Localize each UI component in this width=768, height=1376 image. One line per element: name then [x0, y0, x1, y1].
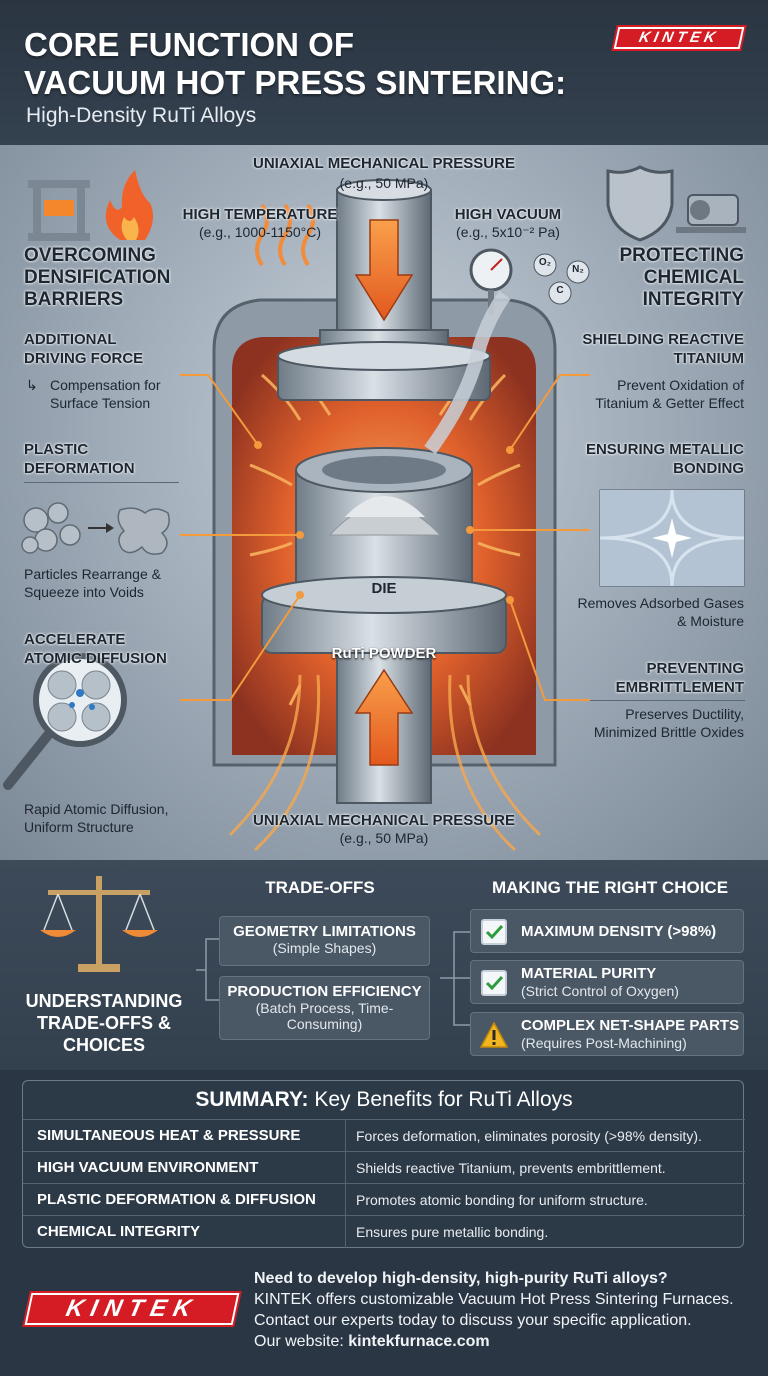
right-heading: PROTECTING CHEMICAL INTEGRITY: [619, 245, 744, 310]
page-title: CORE FUNCTION OF VACUUM HOT PRESS SINTER…: [24, 26, 567, 101]
kintek-logo[interactable]: KINTEK: [613, 27, 745, 49]
divider: [590, 700, 745, 701]
pressure-bottom-value: (e.g., 50 MPa): [339, 830, 429, 846]
divider: [24, 482, 179, 483]
table-row: HIGH VACUUM ENVIRONMENT Shields reactive…: [23, 1151, 745, 1184]
tradeoffs-title: TRADE-OFFS: [265, 878, 375, 897]
left-item-3-label: ACCELERATE ATOMIC DIFFUSION: [24, 631, 167, 667]
table-row: SIMULTANEOUS HEAT & PRESSURE Forces defo…: [23, 1119, 745, 1152]
tradeoffs-section-heading: UNDERSTANDING TRADE-OFFS & CHOICES: [25, 991, 183, 1055]
oxygen-molecule-label: O₂: [538, 257, 552, 268]
tradeoff-geometry: GEOMETRY LIMITATIONS (Simple Shapes): [219, 916, 430, 966]
pressure-bottom-label: UNIAXIAL MECHANICAL PRESSURE: [253, 812, 515, 829]
choices-connector: [440, 931, 470, 1026]
choice-density: MAXIMUM DENSITY (>98%): [470, 909, 744, 953]
die-label: DIE: [371, 580, 397, 597]
temperature-value: (e.g., 1000-1150°C): [198, 224, 322, 240]
choice-purity: MATERIAL PURITY (Strict Control of Oxyge…: [470, 960, 744, 1004]
return-arrow-icon: ↳: [26, 377, 38, 393]
pressure-top-label: UNIAXIAL MECHANICAL PRESSURE: [253, 155, 515, 172]
left-item-2-desc: Particles Rearrange & Squeeze into Voids: [24, 566, 161, 600]
right-item-2-label: ENSURING METALLIC BONDING: [585, 441, 744, 477]
left-item-1-label: ADDITIONAL DRIVING FORCE: [24, 331, 144, 367]
left-item-1-desc: ↳ Compensation for Surface Tension: [26, 377, 161, 411]
nitrogen-molecule-label: N₂: [572, 264, 584, 275]
right-item-1-desc: Prevent Oxidation of Titanium & Getter E…: [595, 377, 744, 411]
check-icon: [481, 970, 507, 996]
right-item-2-desc: Removes Adsorbed Gases & Moisture: [577, 595, 744, 629]
right-item-3-label: PREVENTING EMBRITTLEMENT: [615, 660, 744, 696]
warning-icon: [479, 1021, 509, 1048]
summary-table: SUMMARY: Key Benefits for RuTi Alloys SI…: [22, 1080, 745, 1248]
choices-title: MAKING THE RIGHT CHOICE: [491, 878, 729, 897]
kintek-logo[interactable]: KINTEK: [24, 1293, 240, 1325]
check-icon: [481, 919, 507, 945]
scale-icon: [40, 876, 158, 972]
powder-label: RuTi POWDER: [331, 645, 437, 662]
summary-title: SUMMARY: Key Benefits for RuTi Alloys: [195, 1088, 573, 1111]
pressure-top-value: (e.g., 50 MPa): [339, 175, 429, 191]
table-row: PLASTIC DEFORMATION & DIFFUSION Promotes…: [23, 1183, 745, 1216]
cta-text: Need to develop high-density, high-purit…: [254, 1270, 734, 1350]
table-row: CHEMICAL INTEGRITY Ensures pure metallic…: [23, 1215, 745, 1248]
left-heading: OVERCOMING DENSIFICATION BARRIERS: [24, 245, 171, 310]
press-diagram: [3, 165, 746, 852]
choice-net-shape: COMPLEX NET-SHAPE PARTS (Requires Post-M…: [470, 1012, 744, 1056]
left-item-2-label: PLASTIC DEFORMATION: [24, 441, 135, 477]
header: [0, 0, 768, 145]
temperature-label: HIGH TEMPERATURE: [182, 206, 338, 223]
tradeoff-efficiency: PRODUCTION EFFICIENCY (Batch Process, Ti…: [219, 976, 430, 1040]
left-item-3-desc: Rapid Atomic Diffusion, Uniform Structur…: [24, 801, 169, 835]
website-link[interactable]: kintekfurnace.com: [348, 1333, 490, 1350]
vacuum-label: HIGH VACUUM: [454, 206, 562, 223]
carbon-molecule-label: C: [556, 285, 564, 296]
tradeoffs-connector: [196, 938, 222, 1001]
page-subtitle: High-Density RuTi Alloys: [26, 104, 257, 127]
right-item-3-desc: Preserves Ductility, Minimized Brittle O…: [593, 706, 744, 740]
right-item-1-label: SHIELDING REACTIVE TITANIUM: [582, 331, 744, 367]
vacuum-value: (e.g., 5x10⁻² Pa): [456, 224, 560, 240]
